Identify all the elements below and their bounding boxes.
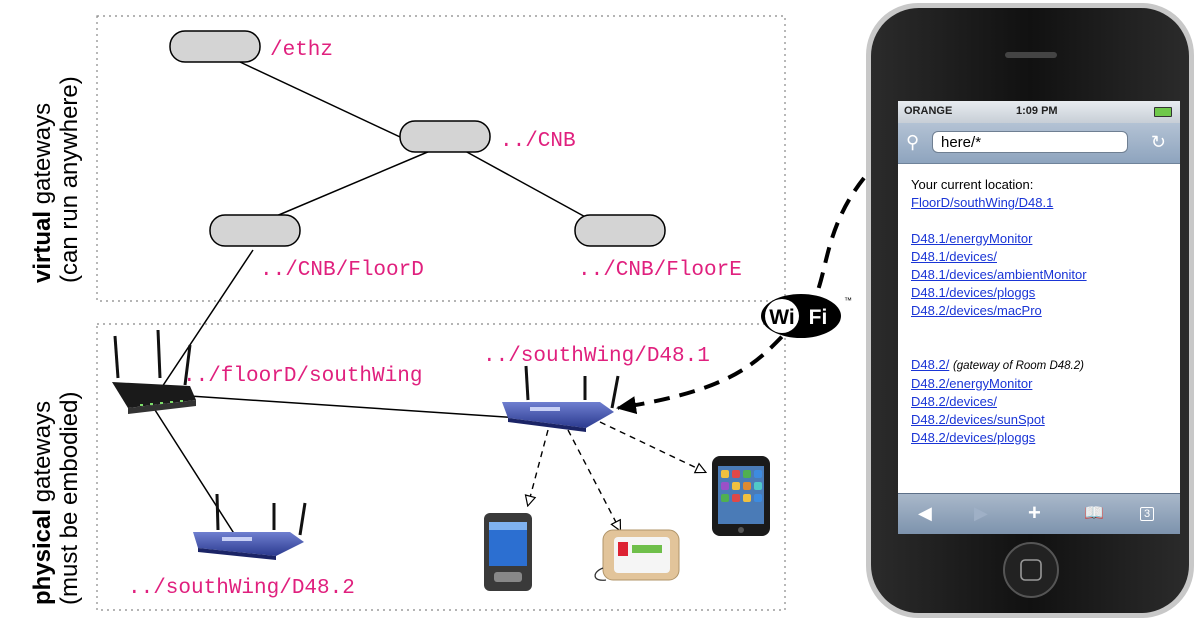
label-ethz: /ethz [270,39,333,62]
browser-toolbar: ◀ ▶ + 📖 3 [898,493,1180,534]
gateway-link[interactable]: D48.2/ [911,357,950,372]
router-southwing-icon [112,329,196,414]
router-d48-2-icon [193,493,307,560]
resource-link[interactable]: D48.2/devices/ploggs [911,430,1036,445]
label-south-wing: ../floorD/southWing [183,365,422,388]
resource-link[interactable]: D48.1/devices/ [911,249,997,264]
physical-region [96,323,786,611]
physical-sublabel: (must be embodied) [56,392,83,605]
carrier-label: ORANGE [904,105,953,117]
ambient-monitor-icon [594,529,680,581]
tabs-icon[interactable]: 3 [1140,507,1155,521]
reload-icon[interactable]: ↻ [1150,132,1166,152]
location-link[interactable]: FloorD/southWing/D48.1 [911,195,1054,210]
wifi-link [616,176,866,415]
resource-link[interactable]: D48.1/energyMonitor [911,231,1033,246]
label-d48-1: ../southWing/D48.1 [483,345,710,368]
page-content: Your current location: FloorD/southWing/… [898,164,1180,447]
resource-link[interactable]: D48.1/devices/ploggs [911,285,1036,300]
clock-label: 1:09 PM [1016,105,1058,117]
status-bar: ORANGE 1:09 PM [898,101,1180,123]
resource-link[interactable]: D48.2/devices/sunSpot [911,412,1045,427]
svg-text:™: ™ [844,296,852,305]
label-cnb: ../CNB [500,130,576,153]
physical-label: physical gateways [29,401,56,605]
address-bar: ⚲ here/* ↻ [898,123,1180,164]
node-ethz [169,30,261,63]
resource-link[interactable]: D48.2/devices/macPro [911,303,1042,318]
label-floor-e: ../CNB/FloorE [578,259,742,282]
svg-text:Wi: Wi [769,306,794,329]
node-cnb [399,120,491,153]
resource-link[interactable]: D48.1/devices/ambientMonitor [911,267,1087,282]
resource-link[interactable]: D48.2/devices/ [911,394,997,409]
wifi-logo-icon: Wi Fi ™ [761,294,852,338]
phone-screen: ORANGE 1:09 PM ⚲ here/* ↻ Your current l… [898,101,1180,534]
router-d48-1-icon [502,365,620,432]
location-label: Your current location: [911,177,1034,192]
battery-icon [1154,107,1172,117]
label-floor-d: ../CNB/FloorD [260,259,424,282]
pda-icon [484,513,532,591]
gateway-row: D48.2/ (gateway of Room D48.2) [911,356,1180,375]
forward-icon[interactable]: ▶ [974,503,988,523]
gateway-note: (gateway of Room D48.2) [952,360,1084,372]
label-d48-2: ../southWing/D48.2 [128,577,355,600]
search-icon[interactable]: ⚲ [906,132,920,152]
back-icon[interactable]: ◀ [918,503,932,523]
resource-link[interactable]: D48.2/energyMonitor [911,376,1033,391]
virtual-label: virtual gateways [29,103,56,283]
mobile-device-icon [712,456,770,536]
virtual-sublabel: (can run anywhere) [56,76,83,283]
node-floor-d [209,214,301,247]
svg-text:Fi: Fi [809,306,828,329]
url-input[interactable]: here/* [932,131,1128,153]
bookmarks-icon[interactable]: 📖 [1084,505,1104,522]
virtual-region [96,15,786,302]
add-bookmark-icon[interactable]: + [1028,500,1041,525]
node-floor-e [574,214,666,247]
